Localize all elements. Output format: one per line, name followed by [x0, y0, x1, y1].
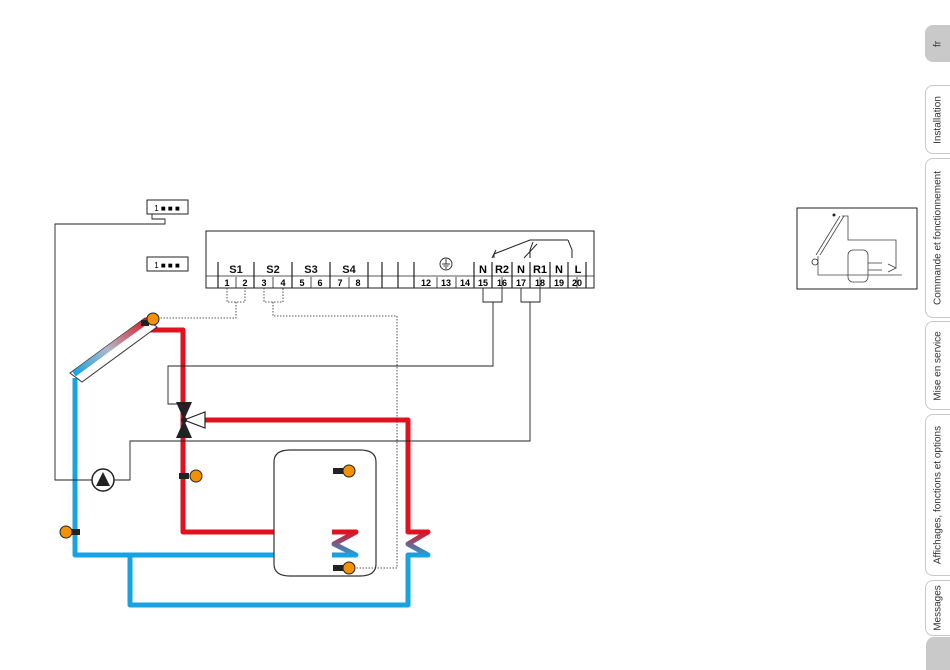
pin-3: 3: [261, 278, 266, 288]
pin-8: 8: [355, 278, 360, 288]
heat-exchanger-coil-icon: [408, 532, 428, 555]
store-tank-icon: [274, 450, 376, 576]
terminal-label-l: L: [575, 264, 582, 276]
pump-icon: [92, 469, 114, 491]
pin-7: 7: [337, 278, 342, 288]
pin-4: 4: [280, 278, 285, 288]
tab-mise-en-service[interactable]: Mise en service: [925, 321, 950, 410]
pin-18: 18: [535, 278, 545, 288]
terminal-label-n1: N: [479, 264, 487, 276]
controller-terminal-box: S1 S2 S3 S4 1 2 3 4 5 6 7 8 12 13 14 15 …: [206, 231, 594, 288]
svg-text:1 ■ ■ ■: 1 ■ ■ ■: [154, 204, 180, 213]
tab-language-fr[interactable]: fr: [925, 25, 950, 62]
terminal-label-n3: N: [555, 264, 563, 276]
pin-6: 6: [317, 278, 322, 288]
collector-icon: [70, 318, 157, 382]
tab-messages[interactable]: Messages: [925, 580, 950, 636]
pin-17: 17: [516, 278, 526, 288]
three-way-valve-icon: [176, 402, 205, 438]
tab-installation[interactable]: Installation: [925, 85, 950, 154]
tab-affichages-fonctions-options[interactable]: Affichages, fonctions et options: [925, 414, 950, 576]
terminal-label-s4: S4: [342, 264, 356, 276]
sensor-plug-2: 1 ■ ■ ■: [147, 257, 188, 271]
terminal-label-r1: R1: [533, 264, 547, 276]
pin-12: 12: [421, 278, 431, 288]
system-thumbnail: [797, 208, 917, 289]
terminal-label-r2: R2: [495, 264, 509, 276]
svg-text:1 ■ ■ ■: 1 ■ ■ ■: [154, 261, 180, 270]
tab-commande-et-fonctionnement[interactable]: Commande et fonctionnement: [925, 158, 950, 318]
pin-14: 14: [460, 278, 470, 288]
pin-5: 5: [299, 278, 304, 288]
pin-20: 20: [572, 278, 582, 288]
pin-13: 13: [441, 278, 451, 288]
pin-16: 16: [497, 278, 507, 288]
page-marker: [926, 637, 950, 670]
pin-19: 19: [554, 278, 564, 288]
pin-15: 15: [478, 278, 488, 288]
sensor-plug-1: 1 ■ ■ ■: [147, 200, 188, 214]
terminal-label-s1: S1: [229, 264, 242, 276]
terminal-label-s3: S3: [304, 264, 317, 276]
pin-1: 1: [224, 278, 229, 288]
pin-2: 2: [242, 278, 247, 288]
terminal-label-n2: N: [517, 264, 525, 276]
terminal-label-s2: S2: [266, 264, 279, 276]
